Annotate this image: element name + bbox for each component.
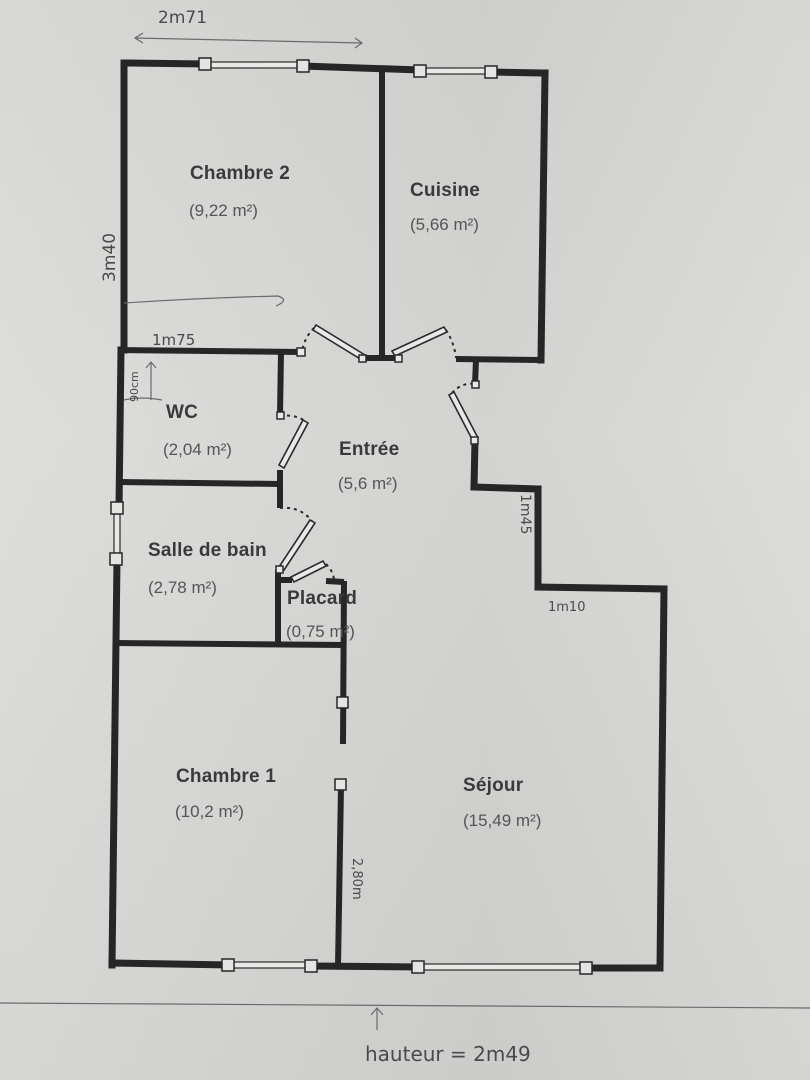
room-area-chambre1: (10,2 m²): [175, 802, 244, 821]
annotation-ceiling-height: hauteur = 2m49: [365, 1042, 531, 1066]
room-name-entree: Entrée: [339, 439, 400, 460]
room-name-sejour: Séjour: [463, 775, 524, 796]
room-area-wc: (2,04 m²): [163, 440, 232, 459]
annotation-left-height: 3m40: [100, 232, 120, 282]
annotation-wc-width: 1m75: [152, 331, 196, 349]
room-name-cuisine: Cuisine: [410, 180, 481, 201]
height-arrow: [0, 1002, 810, 1030]
top-dimension-arrow: [133, 32, 364, 49]
room-area-sejour: (15,49 m²): [463, 811, 542, 830]
annotation-step-horizontal: 1m10: [548, 600, 586, 615]
room-area-cuisine: (5,66 m²): [410, 215, 479, 234]
interior-walls: [116, 70, 542, 967]
wc-pencil-marks: [123, 295, 285, 401]
room-name-placard: Placard: [287, 588, 358, 609]
room-name-chambre1: Chambre 1: [176, 766, 277, 787]
room-area-salle-de-bain: (2,78 m²): [148, 578, 217, 597]
room-name-salle-de-bain: Salle de bain: [148, 540, 267, 561]
room-area-chambre2: (9,22 m²): [189, 201, 258, 220]
room-name-chambre2: Chambre 2: [190, 163, 291, 184]
room-area-placard: (0,75 m²): [286, 622, 355, 641]
annotation-step-vertical: 1m45: [517, 494, 533, 535]
annotation-wc-small: 90cm: [128, 371, 141, 402]
annotation-top-width: 2m71: [158, 8, 208, 28]
doors: [275, 323, 480, 584]
outer-walls: [108, 59, 668, 972]
annotation-chambre1-wall: 2,80m: [349, 858, 364, 900]
room-name-wc: WC: [166, 402, 199, 423]
room-area-entree: (5,6 m²): [338, 474, 398, 493]
windows: [109, 57, 593, 975]
